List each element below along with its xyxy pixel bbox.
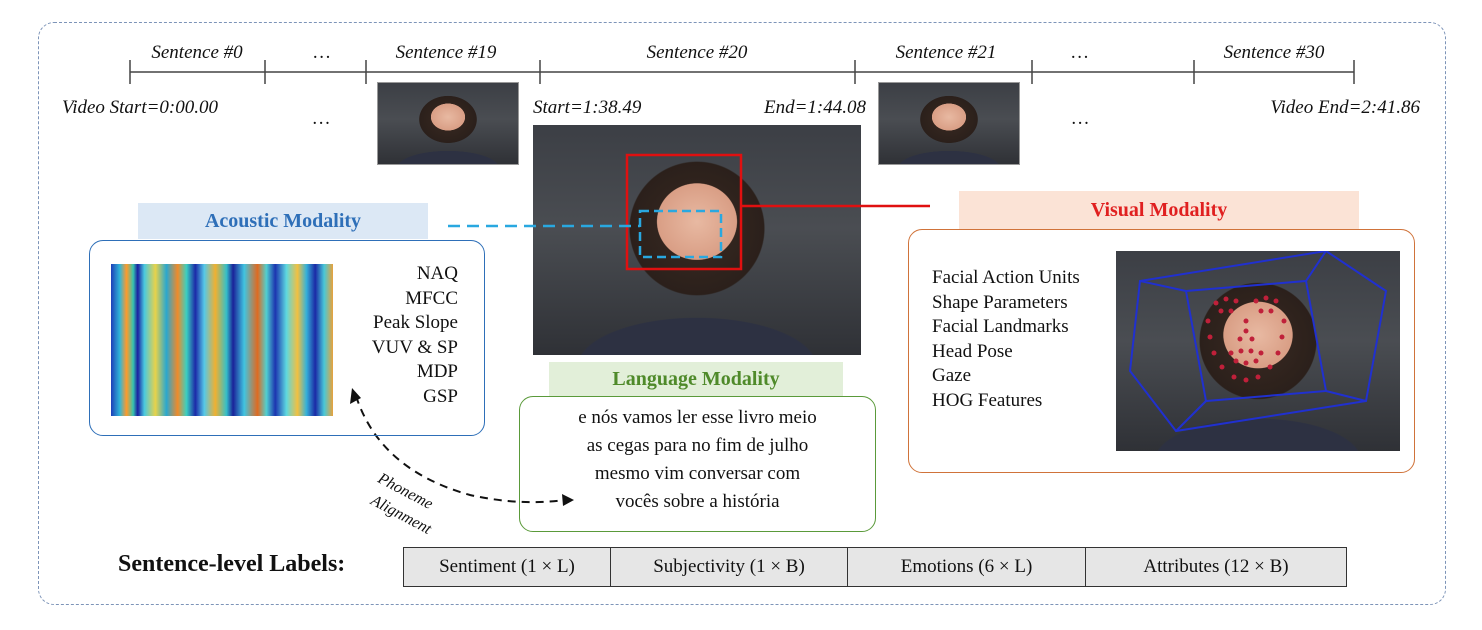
segment-end-label: End=1:44.08 bbox=[763, 97, 866, 118]
label-cell-emotions: Emotions (6 × L) bbox=[848, 548, 1086, 586]
acoustic-feature: MDP bbox=[416, 361, 458, 382]
transcript-line: e nós vamos ler esse livro meio bbox=[578, 407, 817, 428]
visual-feature: HOG Features bbox=[932, 389, 1043, 411]
language-box bbox=[519, 396, 876, 532]
transcript-text: e nós vamos ler esse livro meio as cegas… bbox=[519, 404, 876, 516]
transcript-line: vocês sobre a história bbox=[615, 491, 780, 512]
sentence-30-label: Sentence #30 bbox=[1223, 42, 1325, 63]
main-video-frame bbox=[533, 125, 861, 355]
ellipsis-label: … bbox=[313, 42, 331, 63]
acoustic-feature: MFCC bbox=[405, 287, 458, 309]
segment-start-label: Start=1:38.49 bbox=[533, 97, 642, 118]
acoustic-feature: VUV & SP bbox=[371, 336, 458, 358]
transcript-line: as cegas para no fim de julho bbox=[586, 435, 809, 456]
acoustic-box bbox=[89, 240, 485, 436]
acoustic-feature: Peak Slope bbox=[373, 312, 458, 333]
visual-feature: Head Pose bbox=[932, 340, 1013, 362]
visual-box bbox=[908, 229, 1415, 473]
visual-title: Visual Modality bbox=[959, 191, 1359, 229]
sentence-21-thumbnail bbox=[878, 82, 1020, 165]
face-landmarks-overlay bbox=[1128, 251, 1388, 433]
visual-feature: Gaze bbox=[932, 365, 972, 386]
label-cell-subjectivity: Subjectivity (1 × B) bbox=[611, 548, 848, 586]
transcript-line: mesmo vim conversar com bbox=[594, 463, 801, 484]
ellipsis-label: … bbox=[1071, 42, 1089, 63]
sentence-21-label: Sentence #21 bbox=[895, 42, 997, 63]
acoustic-feature-list: NAQ MFCC Peak Slope VUV & SP MDP GSP bbox=[340, 262, 458, 409]
visual-feature: Facial Action Units bbox=[932, 267, 1080, 288]
video-end-label: Video End=2:41.86 bbox=[1270, 97, 1420, 118]
sentence-19-label: Sentence #19 bbox=[395, 42, 497, 63]
acoustic-title: Acoustic Modality bbox=[138, 203, 428, 239]
sentence-20-label: Sentence #20 bbox=[646, 42, 748, 63]
visual-feature: Shape Parameters bbox=[932, 291, 1068, 313]
visual-feature-list: Facial Action Units Shape Parameters Fac… bbox=[932, 266, 1080, 413]
ellipsis-label: … bbox=[313, 108, 330, 129]
label-cell-sentiment: Sentiment (1 × L) bbox=[404, 548, 611, 586]
sentence-0-label: Sentence #0 bbox=[151, 42, 243, 63]
ellipsis-label: … bbox=[1072, 108, 1089, 129]
labels-table: Sentiment (1 × L) Subjectivity (1 × B) E… bbox=[403, 547, 1347, 587]
label-cell-attributes: Attributes (12 × B) bbox=[1143, 556, 1289, 577]
acoustic-feature: GSP bbox=[423, 385, 458, 407]
figure-border bbox=[38, 22, 1446, 605]
acoustic-feature: NAQ bbox=[416, 263, 458, 284]
language-title: Language Modality bbox=[549, 362, 843, 396]
video-start-label: Video Start=0:00.00 bbox=[62, 97, 219, 118]
labels-heading: Sentence-level Labels: bbox=[118, 551, 346, 577]
spectrogram-image bbox=[111, 264, 333, 416]
visual-feature: Facial Landmarks bbox=[932, 316, 1069, 337]
sentence-19-thumbnail bbox=[377, 82, 519, 165]
